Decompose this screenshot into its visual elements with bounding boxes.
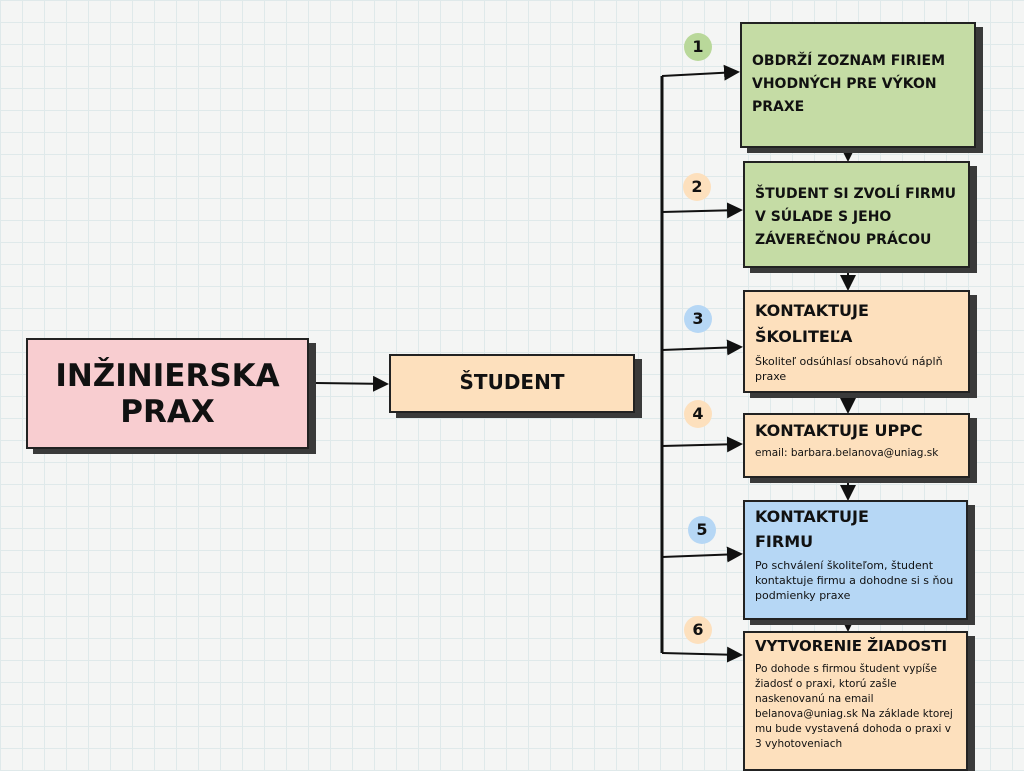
step-6-box: VYTVORENIE ŽIADOSTI Po dohode s firmou št… <box>743 631 968 771</box>
main-title: INŽINIERSKA PRAX <box>55 358 280 430</box>
step-2-number: 2 <box>683 173 711 201</box>
step-6-number: 6 <box>684 616 712 644</box>
step-3-number: 3 <box>684 305 712 333</box>
step-3-title: KONTAKTUJE ŠKOLITEĽA <box>755 301 869 346</box>
step-6-text: Po dohode s firmou študent vypíše žiados… <box>755 663 953 750</box>
step-5-title: KONTAKTUJE FIRMU <box>755 507 869 551</box>
step-3-box: KONTAKTUJE ŠKOLITEĽA Školiteľ odsúhlasí o… <box>743 290 970 393</box>
step-5-text: Po schválení školiteľom, študent kontakt… <box>755 559 954 602</box>
step-5-box: KONTAKTUJE FIRMU Po schválení školiteľom,… <box>743 500 968 620</box>
step-4-title: KONTAKTUJE UPPC <box>755 421 923 440</box>
step-4-text: email: barbara.belanova@uniag.sk <box>755 447 939 459</box>
step-1-box: OBDRŽÍ ZOZNAM FIRIEM VHODNÝCH PRE VÝKON … <box>740 22 976 148</box>
step-1-title: OBDRŽÍ ZOZNAM FIRIEM VHODNÝCH PRE VÝKON … <box>752 53 946 115</box>
step-4-number: 4 <box>684 400 712 428</box>
student-label: ŠTUDENT <box>459 370 565 394</box>
step-1-number: 1 <box>684 33 712 61</box>
step-6-title: VYTVORENIE ŽIADOSTI <box>755 637 948 655</box>
main-title-box: INŽINIERSKA PRAX <box>26 338 309 449</box>
step-4-box: KONTAKTUJE UPPC email: barbara.belanova@u… <box>743 413 970 478</box>
step-3-text: Školiteľ odsúhlasí obsahovú náplň praxe <box>755 355 943 383</box>
step-2-title: ŠTUDENT SI ZVOLÍ FIRMU V SÚLADE S JEHO Z… <box>755 186 956 248</box>
step-5-number: 5 <box>688 516 716 544</box>
student-box: ŠTUDENT <box>389 354 635 413</box>
step-2-box: ŠTUDENT SI ZVOLÍ FIRMU V SÚLADE S JEHO Z… <box>743 161 970 268</box>
